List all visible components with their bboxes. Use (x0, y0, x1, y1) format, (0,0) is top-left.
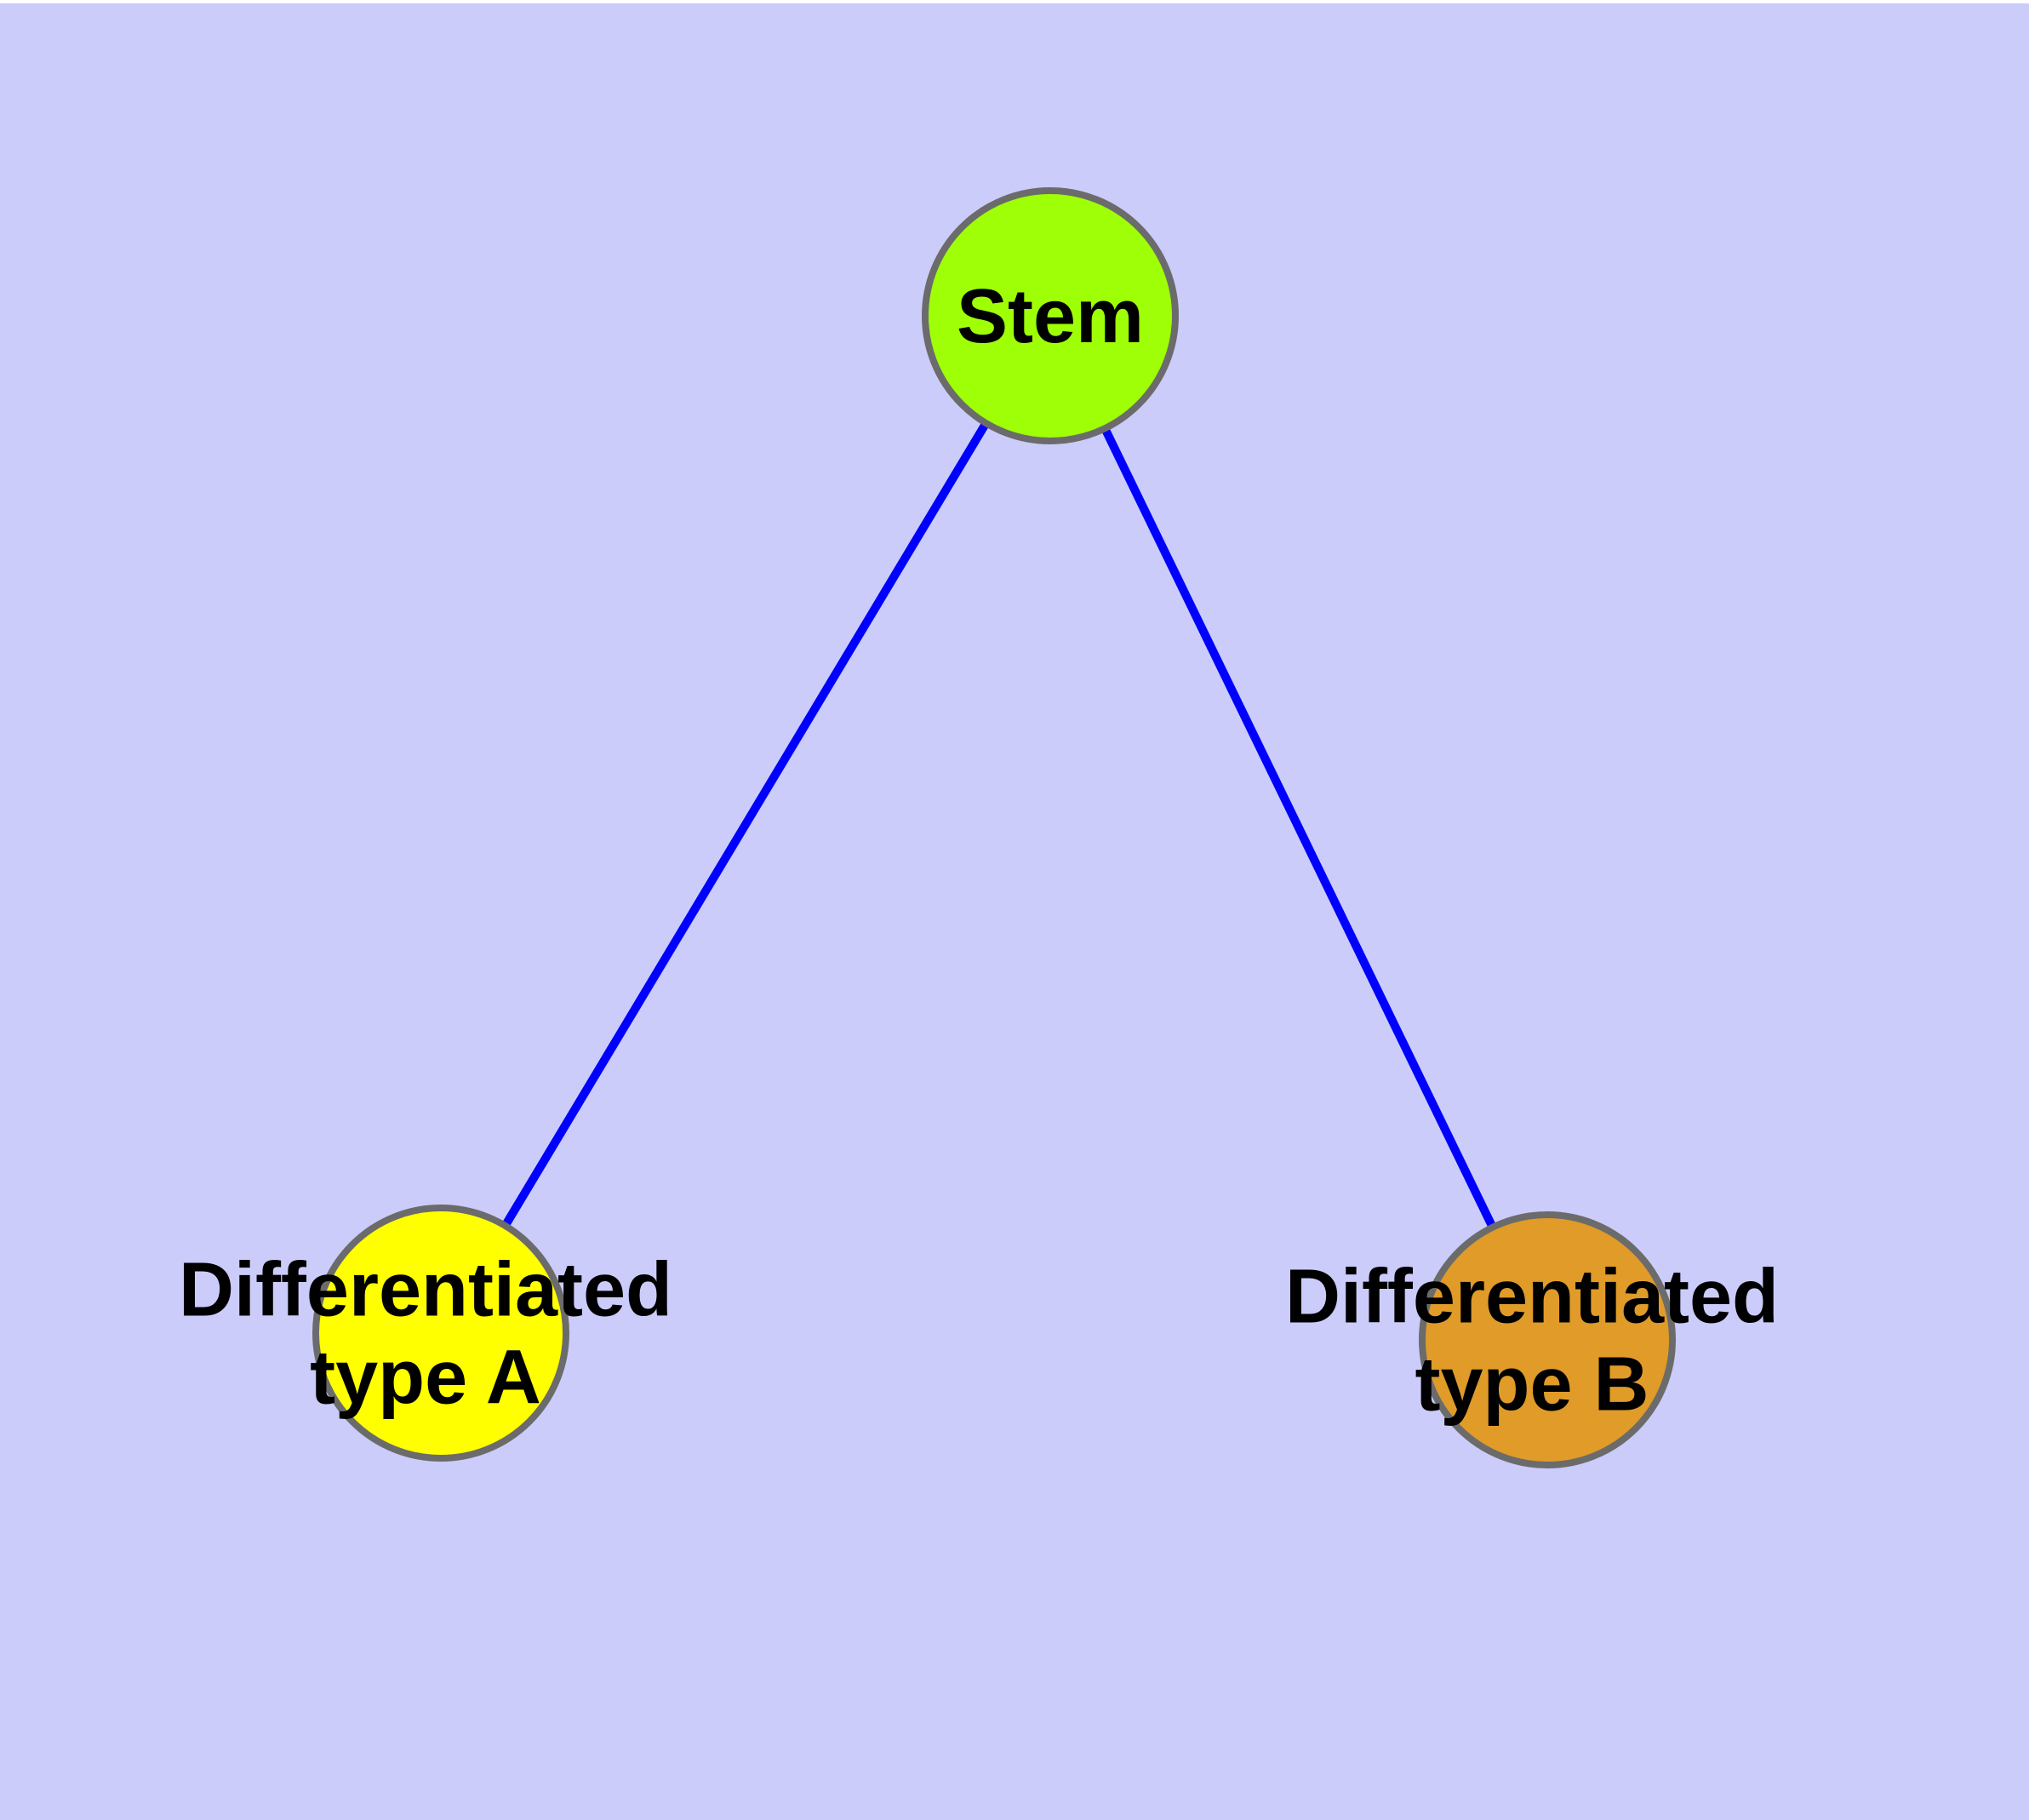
nodes-layer (312, 187, 1676, 1468)
node-label-line: type B (1415, 1342, 1649, 1428)
edge-stem-diff_b[interactable] (1094, 412, 1504, 1244)
top-white-strip (0, 0, 2029, 3)
node-label-line: Differentiated (1285, 1255, 1779, 1340)
edges-layer (494, 408, 1504, 1244)
node-label-line: Stem (957, 274, 1144, 359)
edge-stem-diff_a[interactable] (494, 408, 997, 1241)
node-label-line: type A (310, 1336, 541, 1421)
node-circle-stem[interactable] (922, 187, 1179, 444)
node-label-stem: Stem (957, 274, 1144, 359)
node-circle-diff_b[interactable] (1419, 1211, 1676, 1468)
node-circle-diff_a[interactable] (312, 1205, 569, 1462)
node-label-line: Differentiated (179, 1248, 672, 1333)
